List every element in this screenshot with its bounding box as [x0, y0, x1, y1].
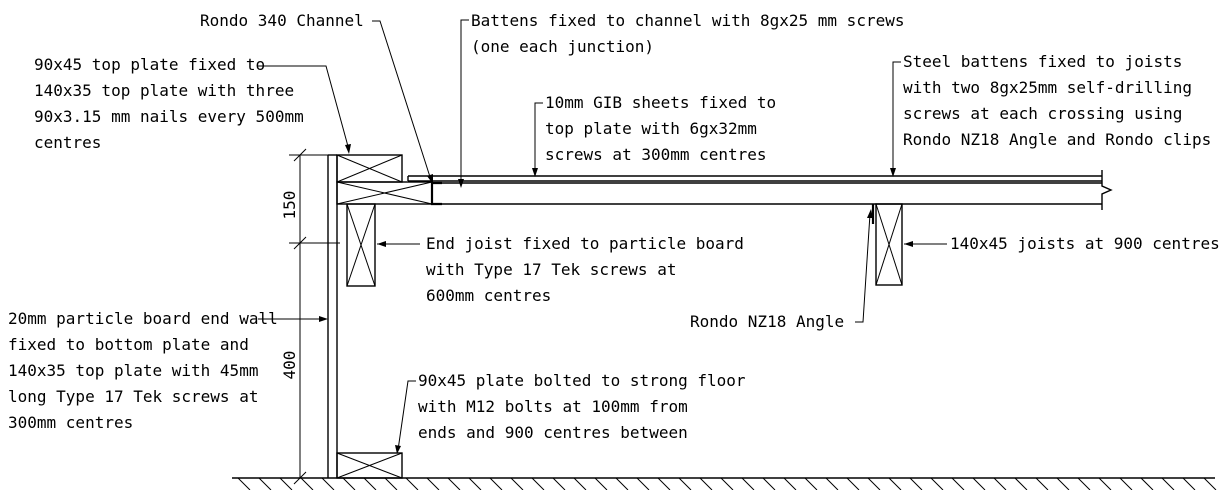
floor-hatch-stroke — [846, 477, 860, 490]
floor-hatch-stroke — [384, 477, 398, 490]
label-end-joist-line-1: End joist fixed to particle board — [426, 234, 744, 253]
label-gib-sheets-line-3: screws at 300mm centres — [545, 145, 767, 164]
floor-hatch-stroke — [678, 477, 692, 490]
floor-hatch-stroke — [468, 477, 482, 490]
break-line — [1101, 170, 1113, 210]
label-steel-battens-line-2: with two 8gx25mm self-drilling — [903, 78, 1192, 97]
floor-hatching — [237, 477, 1217, 490]
label-bottom-plate-line-1: 90x45 plate bolted to strong floor — [418, 371, 746, 390]
label-steel-battens-line-4: Rondo NZ18 Angle and Rondo clips — [903, 130, 1211, 149]
floor-hatch-stroke — [1182, 477, 1196, 490]
label-bottom-plate-line-3: ends and 900 centres between — [418, 423, 688, 442]
floor-hatch-stroke — [342, 477, 356, 490]
floor-hatch-stroke — [531, 477, 545, 490]
label-particle-board-line-2: fixed to bottom plate and — [8, 335, 249, 354]
label-battens-channel-line-2: (one each junction) — [471, 37, 654, 56]
label-gib-sheets-line-2: top plate with 6gx32mm — [545, 119, 757, 138]
floor-hatch-stroke — [447, 477, 461, 490]
floor-hatch-stroke — [1077, 477, 1091, 490]
label-top-plate: 90x45 top plate fixed to 140x35 top plat… — [34, 55, 304, 152]
floor-hatch-stroke — [258, 477, 272, 490]
steel-batten — [432, 182, 1102, 205]
floor-hatch-stroke — [510, 477, 524, 490]
label-joists: 140x45 joists at 900 centres — [950, 234, 1220, 253]
floor-hatch-stroke — [741, 477, 755, 490]
floor-hatch-stroke — [951, 477, 965, 490]
label-particle-board: 20mm particle board end wall fixed to bo… — [8, 309, 278, 432]
floor-hatch-stroke — [552, 477, 566, 490]
floor-hatch-stroke — [1161, 477, 1175, 490]
particle-board-end-wall — [327, 154, 338, 478]
floor-hatch-stroke — [825, 477, 839, 490]
top-plate-90x45 — [336, 154, 403, 183]
floor-hatch-stroke — [909, 477, 923, 490]
gib-sheets — [407, 175, 1102, 182]
floor-hatch-stroke — [615, 477, 629, 490]
label-end-joist: End joist fixed to particle board with T… — [426, 234, 744, 305]
joist-140x45 — [871, 203, 903, 286]
floor-hatch-stroke — [573, 477, 587, 490]
label-battens-channel-line-1: Battens fixed to channel with 8gx25 mm s… — [471, 11, 904, 30]
dimension-line — [289, 148, 340, 485]
label-particle-board-line-4: long Type 17 Tek screws at — [8, 387, 258, 406]
label-rondo-340-channel: Rondo 340 Channel — [200, 11, 364, 30]
floor-hatch-stroke — [993, 477, 1007, 490]
floor-hatch-stroke — [1056, 477, 1070, 490]
label-steel-battens-line-1: Steel battens fixed to joists — [903, 52, 1182, 71]
floor-hatch-stroke — [888, 477, 902, 490]
label-end-joist-line-2: with Type 17 Tek screws at — [426, 260, 676, 279]
rondo-340-channel — [430, 181, 442, 206]
floor-hatch-stroke — [1119, 477, 1133, 490]
label-particle-board-line-3: 140x35 top plate with 45mm — [8, 361, 258, 380]
label-top-plate-line-1: 90x45 top plate fixed to — [34, 55, 265, 74]
top-plate-140x35 — [336, 181, 433, 205]
end-joist — [346, 203, 376, 287]
floor-hatch-stroke — [1140, 477, 1154, 490]
floor-hatch-stroke — [1203, 477, 1217, 490]
label-bottom-plate: 90x45 plate bolted to strong floor with … — [418, 371, 746, 442]
floor-hatch-stroke — [804, 477, 818, 490]
label-top-plate-line-4: centres — [34, 133, 101, 152]
floor-hatch-stroke — [279, 477, 293, 490]
floor-hatch-stroke — [762, 477, 776, 490]
label-particle-board-line-1: 20mm particle board end wall — [8, 309, 278, 328]
label-steel-battens: Steel battens fixed to joists with two 8… — [903, 52, 1211, 149]
floor-hatch-stroke — [594, 477, 608, 490]
label-top-plate-line-2: 140x35 top plate with three — [34, 81, 294, 100]
floor-hatch-stroke — [972, 477, 986, 490]
floor-hatch-stroke — [426, 477, 440, 490]
label-bottom-plate-line-2: with M12 bolts at 100mm from — [418, 397, 688, 416]
dimension-150: 150 — [280, 191, 299, 220]
dimension-400: 400 — [280, 351, 299, 380]
floor-hatch-stroke — [930, 477, 944, 490]
floor-hatch-stroke — [699, 477, 713, 490]
label-top-plate-line-3: 90x3.15 mm nails every 500mm — [34, 107, 304, 126]
label-end-joist-line-3: 600mm centres — [426, 286, 551, 305]
floor-hatch-stroke — [1014, 477, 1028, 490]
floor-hatch-stroke — [1098, 477, 1112, 490]
floor-hatch-stroke — [489, 477, 503, 490]
floor-hatch-stroke — [237, 477, 251, 490]
strong-floor — [232, 477, 1217, 490]
floor-hatch-stroke — [867, 477, 881, 490]
floor-hatch-stroke — [321, 477, 335, 490]
floor-hatch-stroke — [405, 477, 419, 490]
label-battens-channel: Battens fixed to channel with 8gx25 mm s… — [471, 11, 904, 56]
floor-hatch-stroke — [783, 477, 797, 490]
floor-hatch-stroke — [363, 477, 377, 490]
leader-lines — [258, 19, 947, 454]
label-particle-board-line-5: 300mm centres — [8, 413, 133, 432]
bottom-plate — [336, 452, 403, 479]
floor-hatch-stroke — [657, 477, 671, 490]
floor-hatch-stroke — [300, 477, 314, 490]
label-steel-battens-line-3: screws at each crossing using — [903, 104, 1182, 123]
floor-hatch-stroke — [1035, 477, 1049, 490]
label-gib-sheets: 10mm GIB sheets fixed to top plate with … — [545, 93, 776, 164]
label-gib-sheets-line-1: 10mm GIB sheets fixed to — [545, 93, 776, 112]
label-nz18-angle: Rondo NZ18 Angle — [690, 312, 844, 331]
floor-hatch-stroke — [720, 477, 734, 490]
floor-hatch-stroke — [636, 477, 650, 490]
